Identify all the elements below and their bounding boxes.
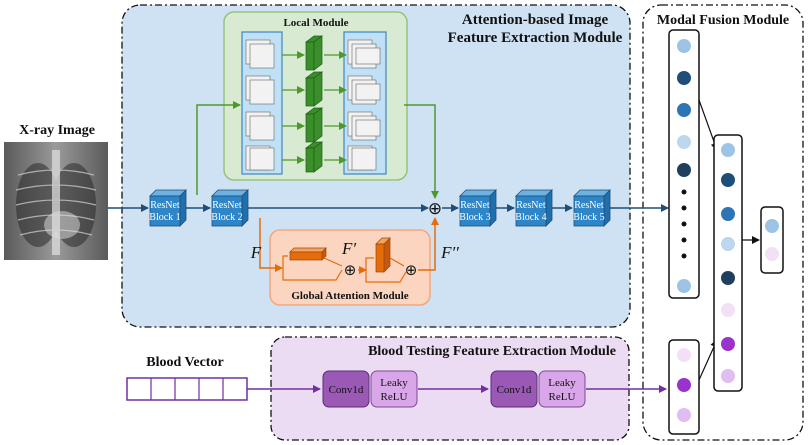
- image-feature-vector: [668, 29, 700, 299]
- blood-feature-vector: [668, 339, 700, 435]
- conv1d-block-1: Conv1d: [322, 370, 370, 408]
- relu-label-2: ReLU: [549, 391, 576, 403]
- leaky-label-1: Leaky: [380, 377, 408, 389]
- arrow-local-to-plus: [404, 104, 439, 199]
- resnet-block-5: ResNet Block 5: [573, 189, 611, 227]
- xray-image-label: X-ray Image: [19, 123, 95, 138]
- global-skip-a: [282, 268, 343, 281]
- resnet-block-2-line2: Block 2: [211, 212, 242, 223]
- feature-f-label: F: [250, 243, 262, 262]
- resnet-block-3: ResNet Block 3: [459, 189, 497, 227]
- resnet-block-4-line2: Block 4: [515, 212, 546, 223]
- blood-vector: [126, 377, 248, 401]
- local-output-patches: [343, 31, 387, 175]
- leaky-label-2: Leaky: [548, 377, 576, 389]
- resnet-block-2-line1: ResNet: [212, 200, 242, 211]
- global-skip-b: [365, 270, 407, 283]
- conv1d-label-2: Conv1d: [497, 384, 532, 396]
- plus-junction-global-2: ⊕: [405, 261, 418, 279]
- local-input-patches: [241, 31, 283, 175]
- blood-vector-label: Blood Vector: [146, 355, 223, 370]
- attention-module-title-line2: Feature Extraction Module: [448, 30, 623, 46]
- global-attention-title: Global Attention Module: [291, 290, 408, 302]
- local-conv-arrows: [282, 51, 347, 164]
- arrow-block2-to-global: [259, 218, 283, 272]
- conv1d-label-1: Conv1d: [329, 384, 364, 396]
- local-module-title: Local Module: [283, 17, 348, 29]
- resnet-block-5-line2: Block 5: [573, 212, 604, 223]
- resnet-block-4-line1: ResNet: [516, 200, 546, 211]
- resnet-block-3-line2: Block 3: [459, 212, 490, 223]
- global-branch-a-out: [323, 257, 343, 267]
- attention-module-title-line1: Attention-based Image: [462, 12, 609, 28]
- resnet-block-2: ResNet Block 2: [211, 189, 249, 227]
- feature-f-prime-label: F′: [341, 239, 356, 258]
- leaky-relu-block-2: Leaky ReLU: [538, 370, 586, 408]
- global-branch-b: [365, 257, 374, 270]
- blood-testing-title: Blood Testing Feature Extraction Module: [368, 344, 616, 359]
- conv1d-block-2: Conv1d: [490, 370, 538, 408]
- global-branch-b-out: [389, 257, 405, 267]
- output-vector: [760, 206, 784, 274]
- resnet-block-1-line1: ResNet: [150, 200, 180, 211]
- relu-label-1: ReLU: [381, 391, 408, 403]
- resnet-block-5-line1: ResNet: [574, 200, 604, 211]
- plus-junction-global-1: ⊕: [344, 261, 357, 279]
- plus-junction-main: ⊕: [428, 199, 442, 219]
- arrow-global-to-plus: [418, 217, 439, 271]
- xray-image: [4, 142, 108, 260]
- resnet-block-1-line2: Block 1: [149, 212, 180, 223]
- concatenated-vector: [713, 134, 743, 392]
- global-channel-attention: [289, 247, 327, 261]
- modal-fusion-title: Modal Fusion Module: [657, 13, 789, 28]
- feature-f-double-prime-label: F′′: [440, 243, 459, 262]
- leaky-relu-block-1: Leaky ReLU: [370, 370, 418, 408]
- resnet-block-4: ResNet Block 4: [515, 189, 553, 227]
- global-spatial-attention: [375, 237, 391, 273]
- local-conv-layers: [304, 35, 324, 173]
- arrow-block1-to-local: [196, 101, 241, 195]
- global-branch-a: [282, 255, 288, 268]
- resnet-block-1: ResNet Block 1: [149, 189, 187, 227]
- resnet-block-3-line1: ResNet: [460, 200, 490, 211]
